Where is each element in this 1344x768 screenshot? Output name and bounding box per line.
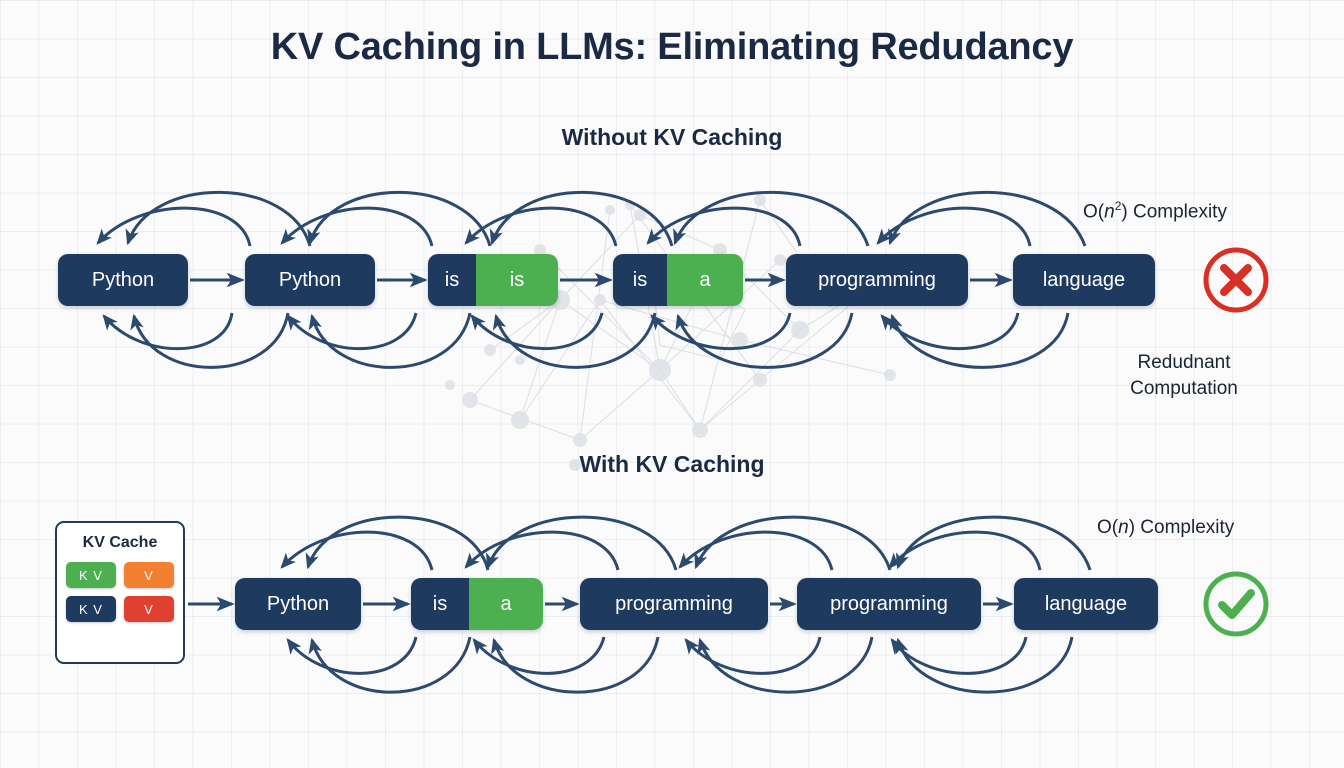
- complexity-variable: n: [1118, 517, 1129, 538]
- page-title: KV Caching in LLMs: Eliminating Redudanc…: [270, 26, 1074, 68]
- token-label: Python: [245, 254, 375, 306]
- token-box[interactable]: Python: [58, 254, 188, 306]
- complexity-suffix: ) Complexity: [1121, 201, 1227, 223]
- complexity-note-quadratic: O(n2) Complexity: [1083, 198, 1227, 225]
- token-box[interactable]: Python: [235, 578, 361, 630]
- token-box-split[interactable]: is is: [428, 254, 558, 306]
- token-box[interactable]: Python: [245, 254, 375, 306]
- token-label-computed: a: [469, 578, 543, 630]
- complexity-prefix: O(: [1097, 517, 1119, 538]
- token-label-computed: is: [476, 254, 558, 306]
- kv-cache-title: KV Cache: [82, 534, 158, 551]
- complexity-prefix: O(: [1083, 201, 1105, 223]
- token-box[interactable]: programming: [580, 578, 768, 630]
- kv-chip-orange: V: [124, 562, 174, 588]
- kv-cache-panel[interactable]: KV Cache K V V K V V: [55, 521, 185, 664]
- kv-cache-chip-grid: K V V K V V: [57, 562, 183, 622]
- token-label: programming: [580, 578, 768, 630]
- token-box[interactable]: programming: [786, 254, 968, 306]
- redundant-computation-note: Redudnant Computation: [1130, 352, 1238, 399]
- section-heading-without: Without KV Caching: [561, 124, 783, 150]
- success-check-badge: [1203, 571, 1269, 637]
- token-box[interactable]: language: [1013, 254, 1155, 306]
- complexity-note-linear: O(n) Complexity: [1097, 515, 1234, 541]
- token-box[interactable]: language: [1014, 578, 1158, 630]
- kv-chip-red: V: [124, 596, 174, 622]
- token-label: programming: [797, 578, 981, 630]
- section-heading-with: With KV Caching: [579, 451, 765, 477]
- token-label: language: [1013, 254, 1155, 306]
- token-box-split[interactable]: is a: [613, 254, 743, 306]
- token-label-cached: is: [428, 254, 476, 306]
- token-box-split[interactable]: is a: [411, 578, 543, 630]
- token-label-cached: is: [613, 254, 667, 306]
- token-box[interactable]: programming: [797, 578, 981, 630]
- token-label: language: [1014, 578, 1158, 630]
- token-label: Python: [235, 578, 361, 630]
- kv-chip-green: K V: [66, 562, 116, 588]
- kv-chip-navy: K V: [66, 596, 116, 622]
- token-label: Python: [58, 254, 188, 306]
- complexity-suffix: ) Complexity: [1128, 517, 1235, 538]
- complexity-exponent: 2: [1114, 199, 1122, 213]
- error-x-badge: [1203, 247, 1269, 313]
- token-label-computed: a: [667, 254, 743, 306]
- token-label-cached: is: [411, 578, 469, 630]
- token-label: programming: [786, 254, 968, 306]
- complexity-variable: n: [1104, 201, 1115, 223]
